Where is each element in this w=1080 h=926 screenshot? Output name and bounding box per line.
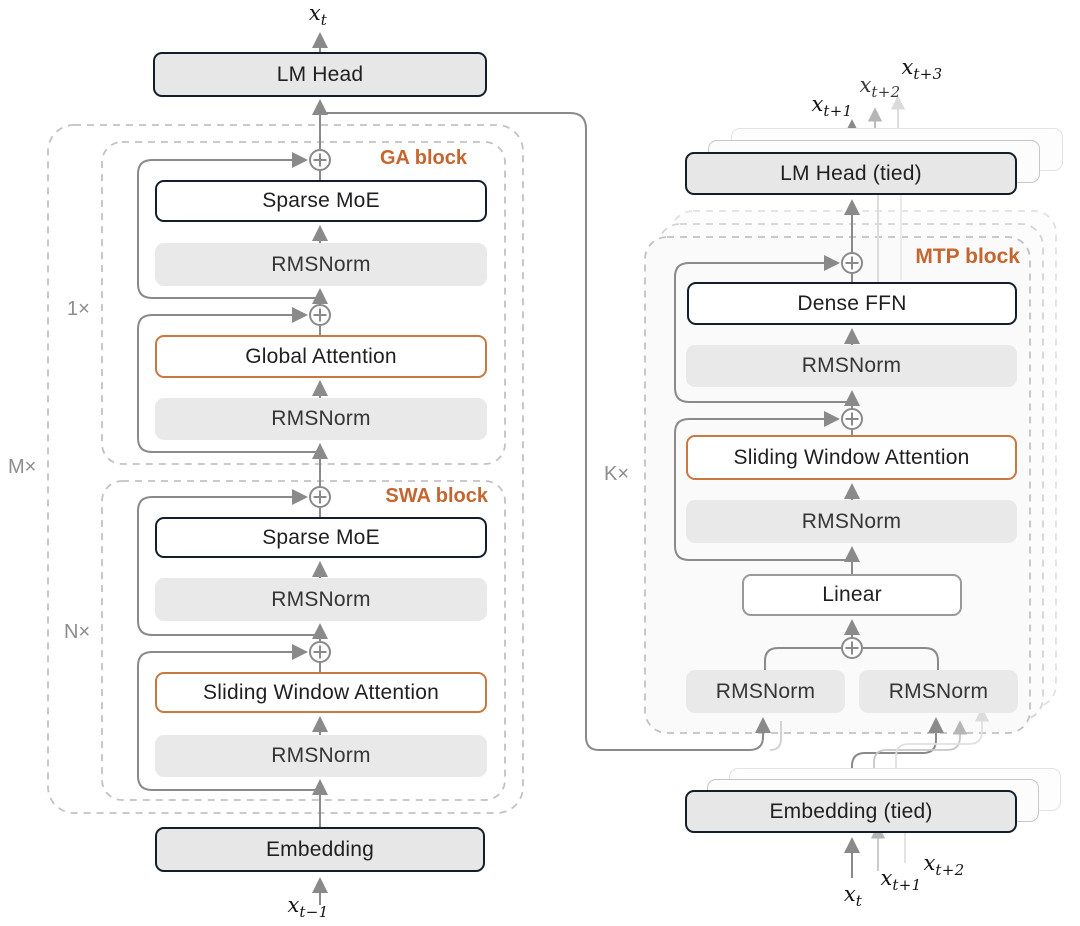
add-node: [841, 408, 863, 430]
residual-ga-moe: [137, 152, 320, 299]
left-tower-outlines: [47, 124, 524, 814]
residual-mtp-ffn: [674, 255, 852, 403]
add-node: [309, 149, 331, 171]
add-node: [309, 304, 331, 326]
mtp-input-token-3: xt+2: [923, 851, 965, 880]
sliding-window-attention-box: Sliding Window Attention: [155, 672, 487, 713]
linear-box: Linear: [742, 574, 962, 616]
embedding-box: Embedding: [155, 827, 485, 872]
left-tower-lines: [137, 32, 771, 905]
residual-ga-attn: [137, 307, 320, 453]
right-tower-lines: [674, 119, 944, 878]
ga-rmsnorm-lower-box: RMSNorm: [155, 398, 487, 440]
swa-rmsnorm-upper-box: RMSNorm: [155, 578, 487, 621]
mtp-rmsnorm-mid-box: RMSNorm: [686, 500, 1017, 543]
outer-multiplier-label: M×: [8, 456, 37, 478]
ga-rmsnorm-upper-box: RMSNorm: [155, 243, 487, 286]
residual-swa-attn: [137, 644, 320, 791]
branch-to-mtp: [320, 112, 771, 751]
ga-block-outline: [101, 141, 506, 465]
residual-swa-moe: [137, 489, 320, 636]
mtp-block-label: MTP block: [915, 245, 1020, 268]
residual-mtp-attn: [674, 411, 852, 561]
swa-multiplier-label: N×: [64, 621, 91, 643]
mtp-output-token-1: xt+1: [811, 92, 853, 121]
mtp-rmsnorm-left-box: RMSNorm: [686, 670, 845, 713]
swa-block-label: SWA block: [385, 485, 488, 507]
global-attention-box: Global Attention: [155, 335, 487, 378]
add-node: [841, 252, 863, 274]
swa-rmsnorm-lower-box: RMSNorm: [155, 735, 487, 777]
mtp-multiplier-label: K×: [604, 463, 630, 485]
mtp-input-token-2: xt+1: [880, 866, 922, 895]
m-times-outline: [47, 124, 524, 814]
swa-block-outline: [101, 480, 506, 801]
ga-block-label: GA block: [379, 147, 467, 169]
lm-head-box: LM Head: [153, 52, 487, 97]
add-node: [841, 637, 863, 659]
left-output-token-label: xt: [308, 1, 328, 30]
dense-ffn-box: Dense FFN: [687, 282, 1017, 325]
embedding-tied-connector: [851, 717, 944, 790]
mtp-input-token-1: xt: [843, 882, 863, 911]
ga-multiplier-label: 1×: [67, 298, 90, 320]
mtp-output-token-3: xt+3: [901, 55, 943, 84]
ga-sparse-moe-box: Sparse MoE: [155, 180, 487, 222]
mtp-rmsnorm-right-box: RMSNorm: [859, 670, 1018, 713]
embedding-tied-box: Embedding (tied): [685, 790, 1017, 833]
lm-head-tied-box: LM Head (tied): [685, 152, 1017, 195]
mtp-sliding-window-attention-box: Sliding Window Attention: [686, 435, 1017, 480]
swa-sparse-moe-box: Sparse MoE: [155, 517, 487, 558]
residual-add-nodes: [309, 149, 863, 663]
add-node: [309, 641, 331, 663]
left-input-token-label: xt−1: [287, 893, 329, 922]
add-node: [309, 486, 331, 508]
mtp-output-token-2: xt+2: [859, 73, 901, 102]
mtp-rmsnorm-upper-box: RMSNorm: [686, 345, 1017, 387]
